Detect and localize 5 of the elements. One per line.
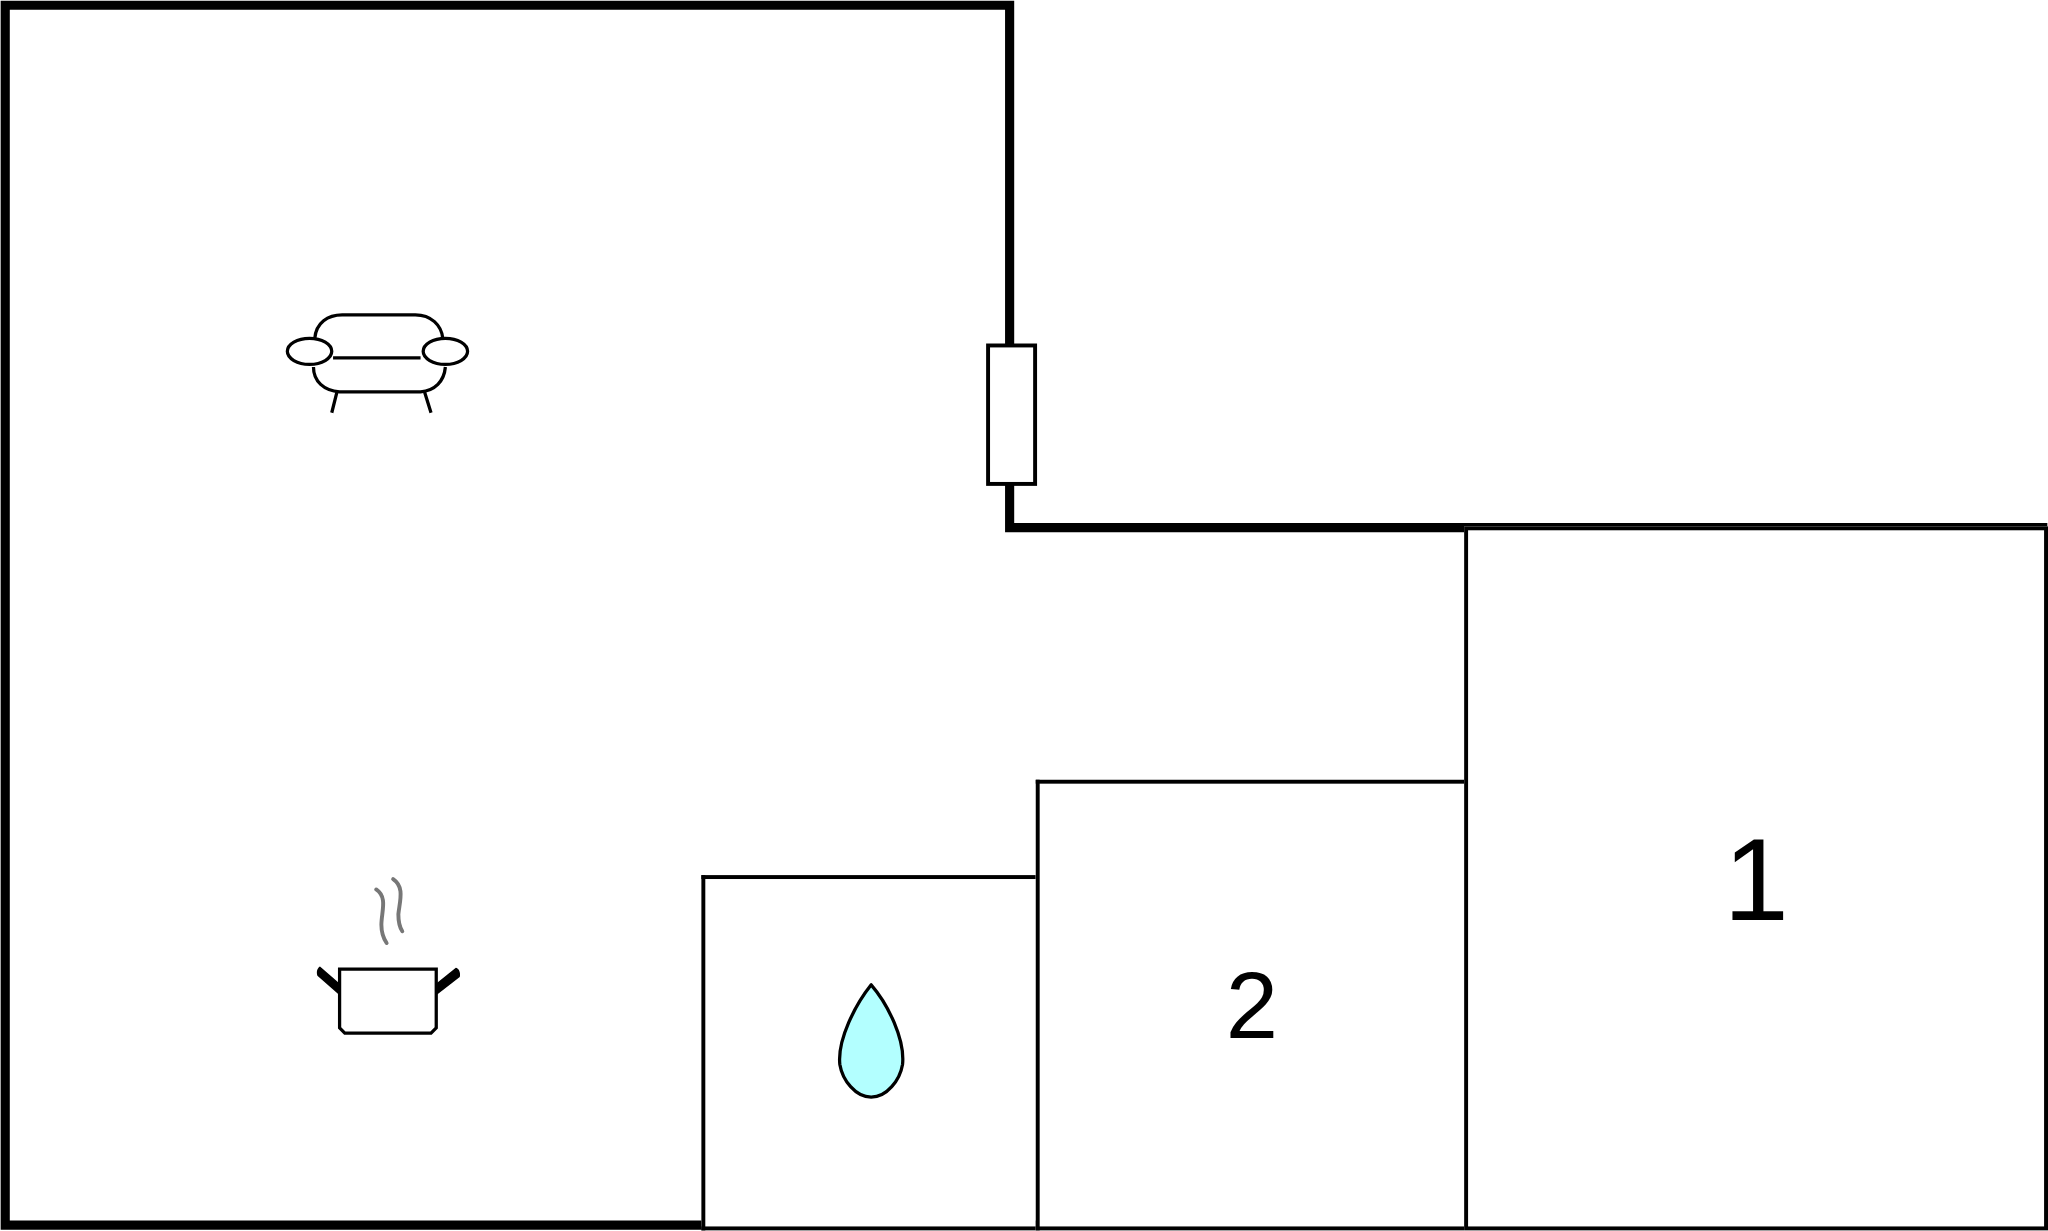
room-outline [701, 875, 1036, 1231]
room-number: 2 [1225, 958, 1279, 1053]
room-number: 1 [1723, 819, 1789, 938]
room-outline [1035, 779, 1465, 1231]
room-outline [1464, 526, 2048, 1231]
